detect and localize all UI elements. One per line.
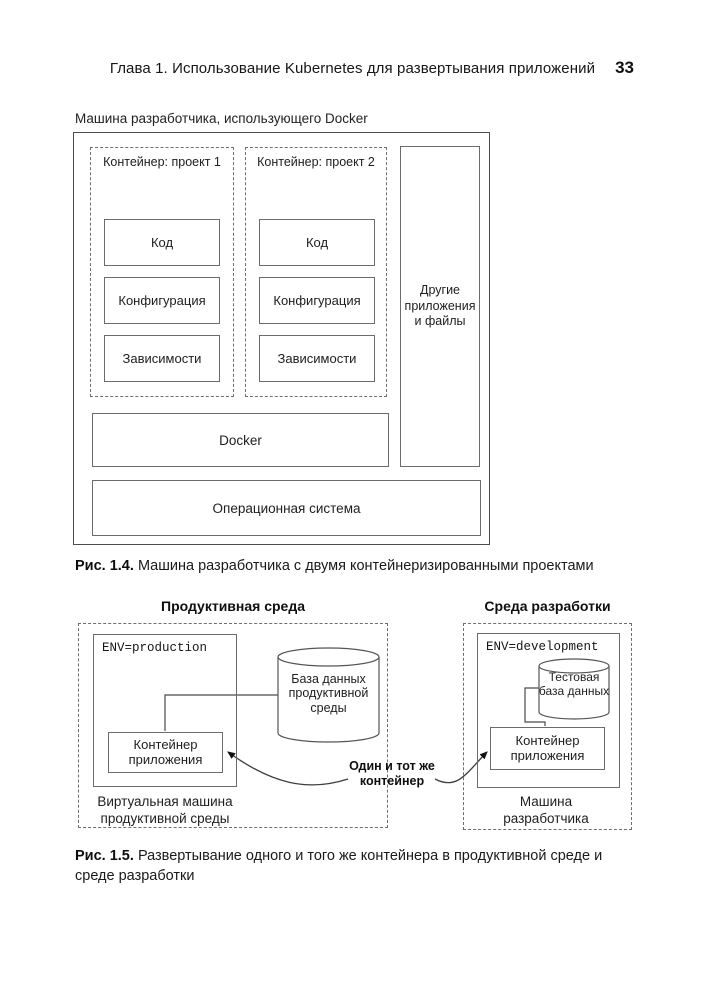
fig15-caption: Рис. 1.5. Развертывание одного и того же… [75,847,607,886]
fig15-diagram: Продуктивная среда ENV=production База д… [0,595,708,847]
fig15-dev-machine-label: Машина разработчика [503,794,589,826]
fig15-prod-title: Продуктивная среда [161,598,305,614]
fig15-connector-lines [164,687,546,786]
fig14-container2-config-box: Конфигурация [259,277,375,324]
fig15-prod-env-var: ENV=production [102,641,208,655]
fig14-os-box: Операционная система [92,480,481,536]
fig14-container1-title: Контейнер: проект 1 [103,155,221,169]
fig14-container1-deps-box: Зависимости [104,335,220,382]
fig14-developer-machine-box: Контейнер: проект 1 Код Конфигурация Зав… [73,132,490,545]
fig15-same-container-label: Один и тот же контейнер [349,759,435,788]
fig15-caption-text: Развертывание одного и того же контейнер… [75,848,603,884]
fig15-dev-database-label: Тестовая база данных [538,670,610,698]
fig15-dev-app-container-box: Контейнер приложения [490,727,605,770]
chapter-title: Глава 1. Использование Kubernetes для ра… [109,60,596,77]
fig15-dev-database-cylinder-icon: Тестовая база данных [538,658,610,720]
fig15-prod-dashed-box [78,623,388,828]
fig15-dev-machine-box: ENV=development [477,633,620,788]
fig15-prod-machine-label: Виртуальная машина продуктивной среды [97,794,233,826]
page-number: 33 [615,58,634,77]
fig14-container2-code-box: Код [259,219,375,266]
fig15-prod-database-label: База данных продуктивной среды [288,672,369,715]
fig14-machine-label: Машина разработчика, использующего Docke… [75,111,368,126]
fig14-container2-title: Контейнер: проект 2 [257,155,375,169]
fig14-container1-code-box: Код [104,219,220,266]
fig14-docker-box: Docker [92,413,389,467]
running-head: Глава 1. Использование Kubernetes для ра… [110,58,634,78]
fig14-container2-box: Контейнер: проект 2 Код Конфигурация Зав… [245,147,387,397]
fig15-dev-title: Среда разработки [484,598,611,614]
fig15-dev-dashed-box [463,623,632,830]
fig15-prod-vm-box: ENV=production [93,634,237,787]
fig14-container2-deps-box: Зависимости [259,335,375,382]
fig14-caption: Рис. 1.4. Машина разработчика с двумя ко… [75,557,635,577]
fig15-caption-label: Рис. 1.5. [75,848,134,864]
fig14-other-apps-box: Другие приложения и файлы [400,146,480,467]
fig15-dev-env-var: ENV=development [486,640,599,654]
fig15-prod-app-container-box: Контейнер приложения [108,732,223,773]
fig15-prod-database-cylinder-icon: База данных продуктивной среды [277,647,380,743]
fig14-container1-config-box: Конфигурация [104,277,220,324]
fig14-caption-label: Рис. 1.4. [75,558,134,574]
fig14-container1-box: Контейнер: проект 1 Код Конфигурация Зав… [90,147,234,397]
fig14-caption-text: Машина разработчика с двумя контейнеризи… [137,558,594,574]
